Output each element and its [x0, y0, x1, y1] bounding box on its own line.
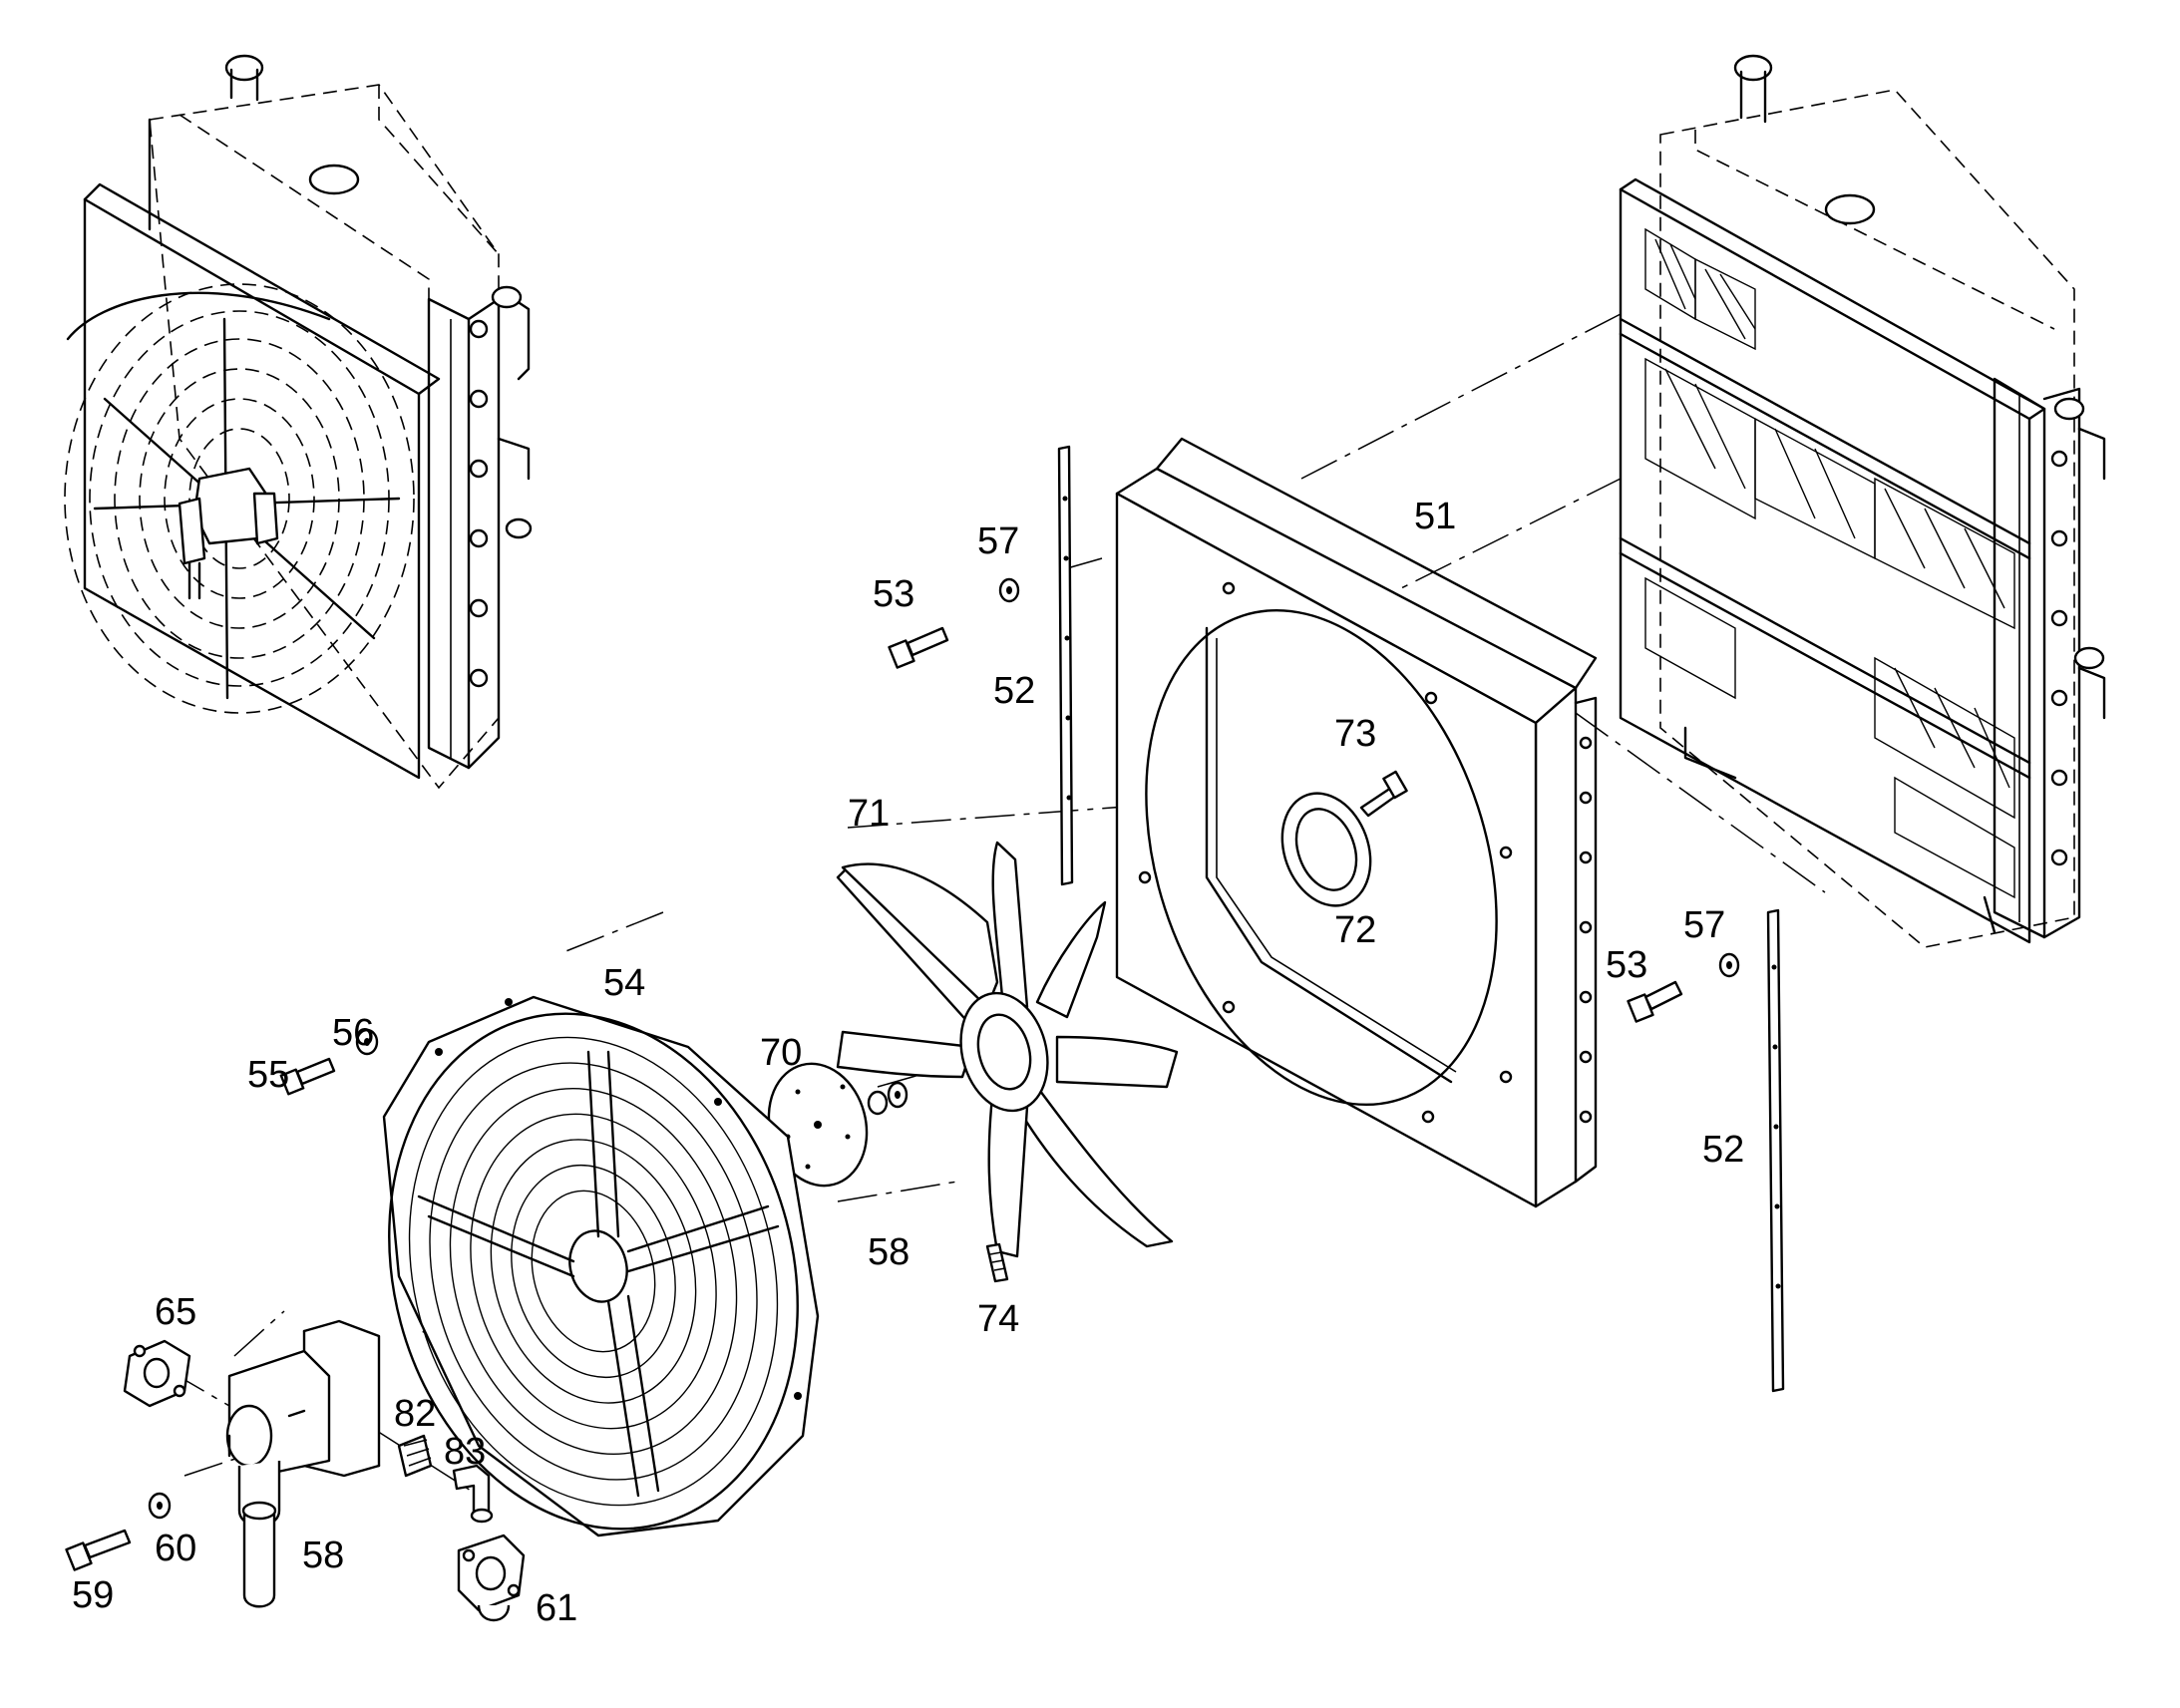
washer-60 [148, 1492, 172, 1520]
label-61: 61 [536, 1587, 577, 1629]
fan-guard-54 [382, 995, 820, 1537]
washer-56 [355, 1028, 379, 1056]
label-52-left: 52 [993, 670, 1035, 712]
label-57-lower: 57 [1683, 904, 1725, 946]
label-59: 59 [72, 1574, 114, 1616]
bolt-73 [1359, 770, 1408, 818]
label-53-upper: 53 [873, 573, 914, 615]
bolt-59 [65, 1529, 132, 1571]
label-53-lower: 53 [1606, 944, 1647, 986]
bolt-53-lower [1627, 980, 1683, 1023]
radiator-core-view [1619, 54, 2106, 948]
label-74: 74 [977, 1298, 1019, 1340]
label-83: 83 [444, 1431, 486, 1473]
label-52-right: 52 [1702, 1129, 1744, 1171]
fan-blade-71 [836, 841, 1179, 1258]
hub-ring-72 [1280, 792, 1372, 907]
elbow-83 [452, 1464, 494, 1524]
bolt-55 [279, 1057, 336, 1096]
nut-washer-58 [867, 1081, 908, 1116]
key-74 [985, 1242, 1009, 1283]
bolt-53-upper [888, 626, 949, 669]
label-65: 65 [155, 1291, 196, 1333]
label-58-hub: 58 [868, 1231, 909, 1273]
assembled-cooler-view [64, 54, 533, 790]
washer-57-upper [998, 577, 1020, 603]
seal-strip-52-right [1766, 908, 1785, 1393]
label-51: 51 [1414, 496, 1456, 537]
label-57-upper: 57 [977, 520, 1019, 562]
label-73: 73 [1334, 713, 1376, 755]
washer-57-lower [1718, 952, 1740, 978]
flange-61 [457, 1534, 526, 1622]
hydraulic-motor-58 [225, 1319, 381, 1608]
label-71: 71 [848, 793, 890, 835]
label-82: 82 [394, 1393, 436, 1435]
label-72: 72 [1334, 909, 1376, 951]
fitting-65 [123, 1339, 191, 1408]
part-labels: 51 52 52 53 53 54 55 56 57 57 58 58 59 6… [72, 496, 1744, 1629]
label-70: 70 [760, 1032, 802, 1074]
seal-strip-52-left [1057, 445, 1074, 886]
flange-plate-70 [767, 1062, 869, 1188]
label-60: 60 [155, 1528, 196, 1569]
nipple-82 [397, 1434, 433, 1478]
label-56: 56 [332, 1012, 374, 1054]
label-55: 55 [247, 1054, 289, 1096]
label-54: 54 [603, 962, 645, 1004]
label-58-motor: 58 [302, 1535, 344, 1576]
